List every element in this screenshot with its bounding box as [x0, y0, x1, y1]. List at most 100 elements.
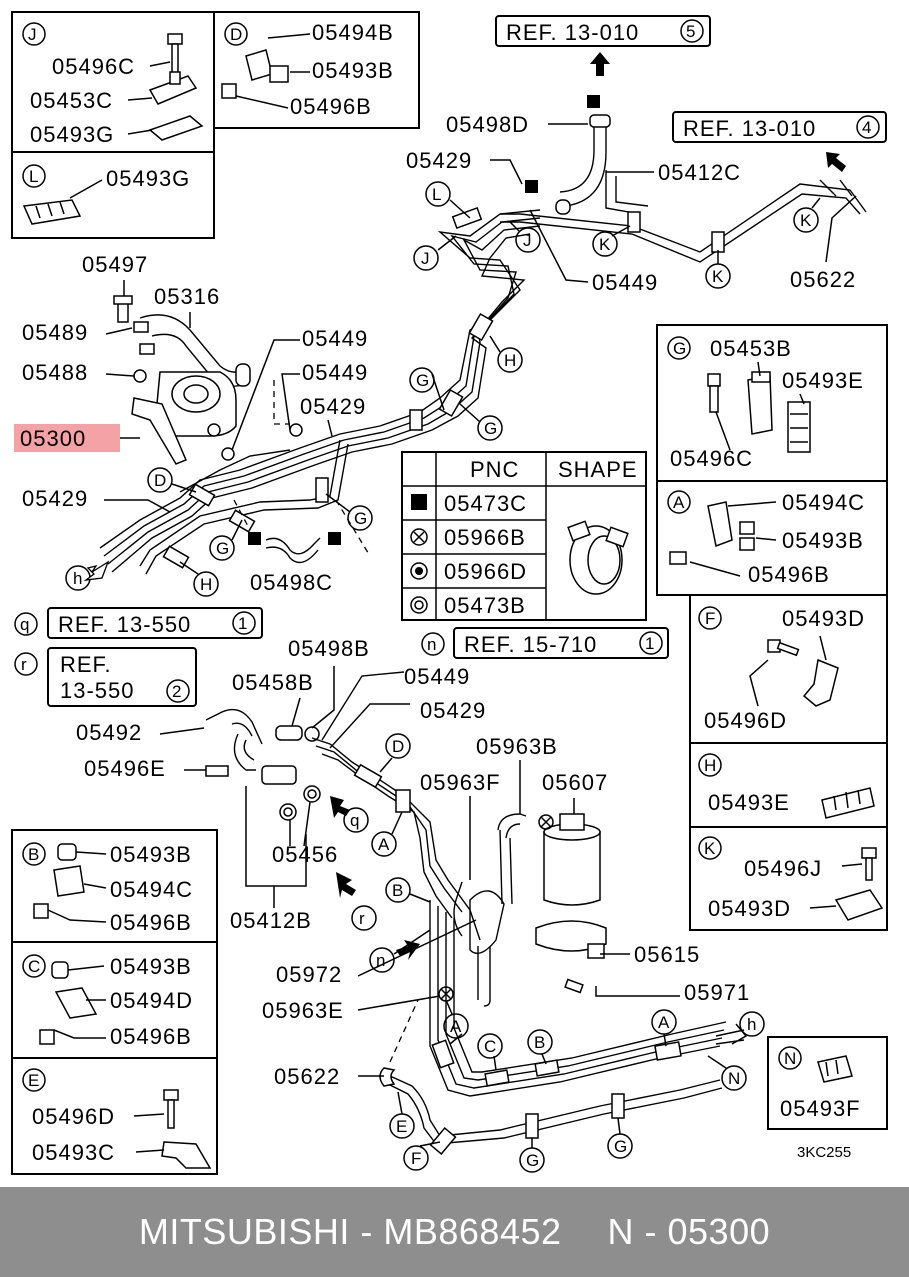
filter-assembly: [438, 813, 607, 1007]
svg-text:q: q: [350, 811, 359, 830]
svg-text:G: G: [354, 509, 367, 528]
label-05449: 05449: [404, 664, 470, 689]
svg-text:13-550: 13-550: [60, 678, 135, 703]
circle-dot-icon: [410, 562, 428, 580]
bracket-icon: [802, 658, 839, 707]
part-label: 05493G: [30, 122, 114, 147]
legend-header-pnc: PNC: [470, 457, 519, 482]
hose-clamp-icon: [567, 520, 629, 595]
hose-05498C: [233, 499, 371, 564]
diagram-code: 3KC255: [797, 1144, 851, 1161]
svg-text:G: G: [526, 1151, 539, 1170]
svg-text:H: H: [704, 756, 716, 775]
part-label: 05493B: [312, 58, 394, 83]
svg-text:A: A: [673, 493, 685, 512]
label-05412B: 05412B: [230, 908, 312, 933]
part-label: 05496C: [52, 54, 135, 79]
bracket-icon: [669, 501, 755, 565]
svg-text:B: B: [534, 1033, 545, 1052]
inset-l: L 05493G: [11, 151, 215, 239]
svg-text:J: J: [28, 25, 37, 44]
label-05429: 05429: [22, 486, 88, 511]
part-label: 05496B: [290, 94, 372, 119]
svg-text:E: E: [28, 1071, 39, 1090]
part-number: MB868452: [383, 1211, 562, 1252]
bracket-icon: [221, 49, 289, 99]
part-label: 05453B: [710, 336, 792, 361]
highlight-05300: [14, 424, 120, 452]
lower-pipe-run: [379, 900, 748, 1155]
part-label: 05493E: [782, 368, 864, 393]
svg-text:G: G: [416, 371, 429, 390]
label-05429: 05429: [420, 698, 486, 723]
inset-f: F 05493D 05496D: [689, 594, 888, 744]
label-05412C: 05412C: [658, 160, 741, 185]
ref-13-550-2: r REF. 13-550 2: [14, 647, 197, 707]
bracket-icon: [148, 115, 204, 141]
svg-text:n: n: [427, 635, 436, 654]
bolt-icon: [707, 373, 721, 413]
inset-n: N 05493F: [767, 1036, 888, 1130]
label-05622: 05622: [790, 267, 856, 292]
bolt-icon: [767, 639, 800, 657]
svg-text:1: 1: [238, 614, 247, 633]
part-label: 05493B: [782, 528, 864, 553]
svg-text:REF. 13-010: REF. 13-010: [683, 116, 816, 141]
svg-text:A: A: [658, 1013, 670, 1032]
part-label: 05453C: [30, 88, 113, 113]
ref-13-010-5: REF. 13-010 5: [495, 15, 711, 76]
clamp-icon: [787, 401, 811, 453]
part-label: 05496D: [32, 1104, 115, 1129]
legend-pnc: 05473C: [444, 491, 527, 516]
svg-text:A: A: [378, 835, 390, 854]
label-05496E: 05496E: [84, 756, 166, 781]
label-05316: 05316: [154, 284, 220, 309]
part-label: 05493D: [782, 606, 865, 631]
part-label: 05493E: [708, 790, 790, 815]
label-05429: 05429: [300, 394, 366, 419]
inset-h: H 05493E: [689, 742, 888, 828]
svg-text:REF. 13-010: REF. 13-010: [506, 20, 639, 45]
bracket-icon: [834, 889, 884, 921]
clip-icon: [148, 71, 198, 105]
label-05497: 05497: [82, 252, 148, 277]
svg-text:G: G: [484, 419, 497, 438]
label-05449: 05449: [302, 360, 368, 385]
label-05498C: 05498C: [250, 570, 333, 595]
bolt-icon: [861, 847, 877, 881]
label-05607: 05607: [542, 770, 608, 795]
inset-c: C 05493B 05494D 05496B: [11, 941, 218, 1059]
part-label: 05494D: [110, 988, 193, 1013]
label-05492: 05492: [76, 720, 142, 745]
svg-text:J: J: [523, 231, 532, 250]
svg-text:n: n: [376, 951, 385, 970]
part-label: 05494C: [782, 490, 865, 515]
inset-j: J 05496C 05453C 05493G: [11, 11, 215, 153]
part-label: 05493B: [110, 842, 192, 867]
part-label: 05496D: [704, 708, 787, 733]
clamp-icon: [22, 199, 82, 225]
legend-header-shape: SHAPE: [558, 457, 638, 482]
inset-e: E 05496D 05493C: [11, 1057, 218, 1175]
svg-text:4: 4: [862, 118, 871, 137]
svg-text:K: K: [712, 267, 724, 286]
label-05489: 05489: [22, 320, 88, 345]
part-label: 05493C: [32, 1140, 115, 1165]
clamp-icon: [817, 1055, 853, 1083]
label-05615: 05615: [634, 942, 700, 967]
canister-assembly: [113, 295, 251, 465]
label-05972: 05972: [276, 962, 342, 987]
svg-text:r: r: [359, 909, 365, 928]
svg-text:5: 5: [686, 22, 695, 41]
svg-text:r: r: [21, 655, 27, 674]
svg-text:REF. 15-710: REF. 15-710: [464, 632, 597, 657]
part-label: 05494C: [110, 877, 193, 902]
clamp-icon: [821, 787, 875, 819]
svg-text:G: G: [614, 1137, 627, 1156]
svg-text:h: h: [747, 1015, 756, 1034]
svg-text:K: K: [599, 235, 611, 254]
svg-text:F: F: [705, 609, 715, 628]
svg-text:D: D: [154, 471, 166, 490]
svg-text:D: D: [230, 25, 242, 44]
